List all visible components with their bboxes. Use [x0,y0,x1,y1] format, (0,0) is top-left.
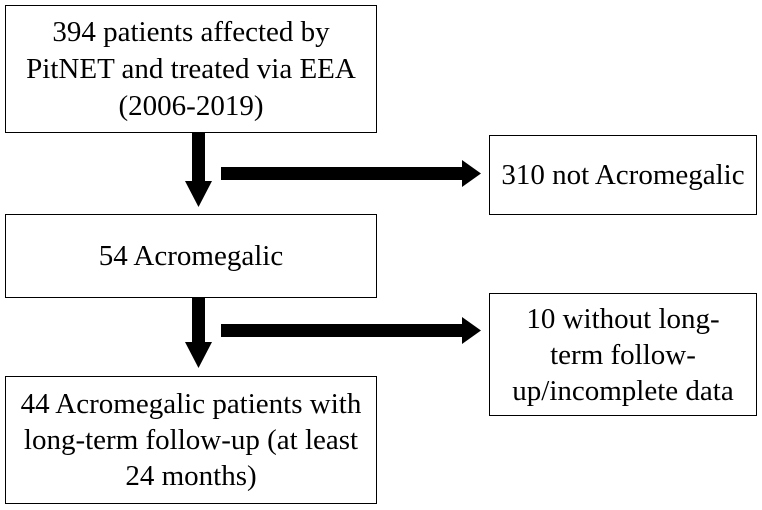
right-arrow-2 [221,317,481,344]
acromegalic-box: 54 Acromegalic [5,214,377,298]
box-line: term follow- [550,338,696,371]
box-line: PitNET and treated via EEA [26,52,356,85]
box-line: 54 Acromegalic [98,239,284,272]
down-arrow-2 [185,298,212,368]
excluded-no-followup-box: 10 without long- term follow- up/incompl… [489,293,757,416]
box-line: 310 not Acromegalic [501,158,745,191]
final-cohort-box: 44 Acromegalic patients with long-term f… [5,376,377,504]
box-line: 24 months) [125,460,257,492]
down-arrow-1 [185,133,212,207]
box-line: long-term follow-up (at least [23,424,359,456]
box-line: (2006-2019) [118,89,264,122]
box-line: 44 Acromegalic patients with [20,388,362,420]
box-line: up/incomplete data [512,374,734,407]
box-line: 394 patients affected by [52,15,330,48]
total-patients-box: 394 patients affected by PitNET and trea… [5,5,377,133]
box-line: 10 without long- [526,302,720,335]
right-arrow-1 [221,160,481,187]
excluded-not-acromegalic-box: 310 not Acromegalic [489,135,757,215]
